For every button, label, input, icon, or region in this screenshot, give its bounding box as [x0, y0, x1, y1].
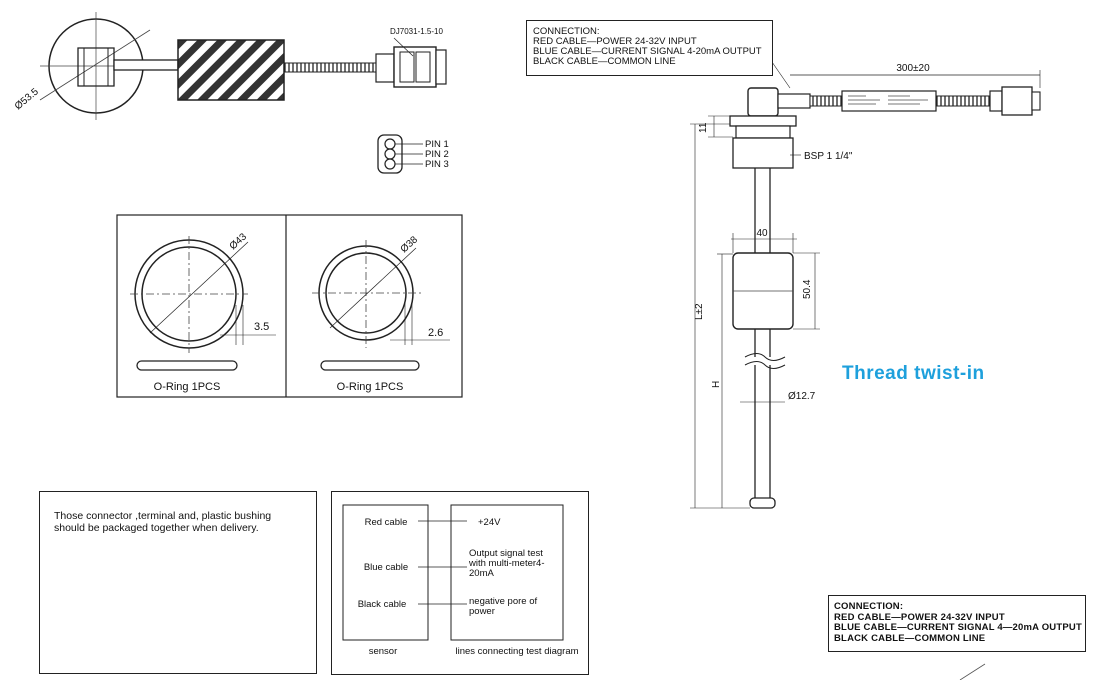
sensor-caption: sensor: [369, 646, 398, 657]
oring-1-thickness: 3.5: [254, 321, 269, 333]
corrugated-cable: [283, 62, 377, 73]
hatched-body: [177, 39, 285, 101]
top-view: DJ7031-1.5-10 Ø53.5: [13, 12, 447, 120]
total-length-dim: L±2: [694, 303, 705, 320]
thread-section: [732, 137, 794, 169]
connection-legend-bottom: CONNECTION: RED CABLE—POWER 24-32V INPUT…: [828, 595, 1086, 652]
pin-connector: PIN 1 PIN 2 PIN 3: [377, 134, 449, 174]
connection-legend-top: CONNECTION: RED CABLE—POWER 24-32V INPUT…: [526, 20, 773, 76]
test-diagram-caption: lines connecting test diagram: [455, 646, 578, 657]
head-height-dim: 11: [698, 122, 709, 133]
orings-panel: Ø43 3.5 O-Ring 1PCS Ø38 2.6 O-Ring 1PCS: [116, 214, 463, 398]
test-diagram: Red cable Blue cable Black cable +24V se…: [342, 504, 579, 657]
pin-2-label: PIN 2: [425, 149, 449, 160]
pin-1-label: PIN 1: [425, 139, 449, 150]
connector-part-label: DJ7031-1.5-10: [390, 27, 443, 36]
connection-title: CONNECTION:: [533, 26, 600, 37]
test-diagram-box: [331, 491, 589, 675]
inline-module: [841, 90, 937, 112]
red-cable-label: Red cable: [365, 517, 408, 528]
output-signal-label: Output signal test with multi-meter4-20m…: [469, 548, 545, 579]
connection-red: RED CABLE—POWER 24-32V INPUT: [533, 36, 697, 47]
packaging-note-box: Those connector ,terminal and, plastic b…: [39, 491, 317, 674]
connection-blue: BLUE CABLE—CURRENT SIGNAL 4-20mA OUTPUT: [533, 46, 762, 57]
oring-1-label: O-Ring 1PCS: [154, 381, 221, 393]
packaging-note: Those connector ,terminal and, plastic b…: [54, 510, 272, 534]
plus-24v-label: +24V: [478, 517, 501, 528]
cable-length-dim: 300±20: [896, 63, 930, 74]
head-diameter-label: Ø53.5: [13, 86, 41, 112]
side-view: 300±20 BSP 1 1/4" 11 40 50.4: [690, 61, 1041, 680]
oring-2-thickness: 2.6: [428, 327, 443, 339]
tube-diameter-dim: Ø12.7: [788, 391, 816, 402]
black-cable-label: Black cable: [358, 599, 407, 610]
sensor-head: [747, 87, 779, 117]
negative-pole-label: negative pore of power: [469, 596, 538, 617]
connection-black: BLACK CABLE—COMMON LINE: [834, 632, 986, 644]
pin-3-label: PIN 3: [425, 159, 449, 170]
connection-blue: BLUE CABLE—CURRENT SIGNAL 4—20mA OUTPUT: [834, 622, 1082, 633]
blue-cable-label: Blue cable: [364, 562, 408, 573]
connection-black: BLACK CABLE—COMMON LINE: [533, 56, 676, 67]
thread-spec: BSP 1 1/4": [804, 151, 853, 162]
float-width-dim: 40: [756, 228, 768, 239]
thread-title: Thread twist-in: [842, 363, 985, 384]
h-dim: H: [711, 381, 722, 388]
connection-title: CONNECTION:: [834, 601, 904, 612]
connection-red: RED CABLE—POWER 24-32V INPUT: [834, 611, 1005, 623]
float-height-dim: 50.4: [802, 279, 813, 299]
oring-2-label: O-Ring 1PCS: [337, 381, 404, 393]
